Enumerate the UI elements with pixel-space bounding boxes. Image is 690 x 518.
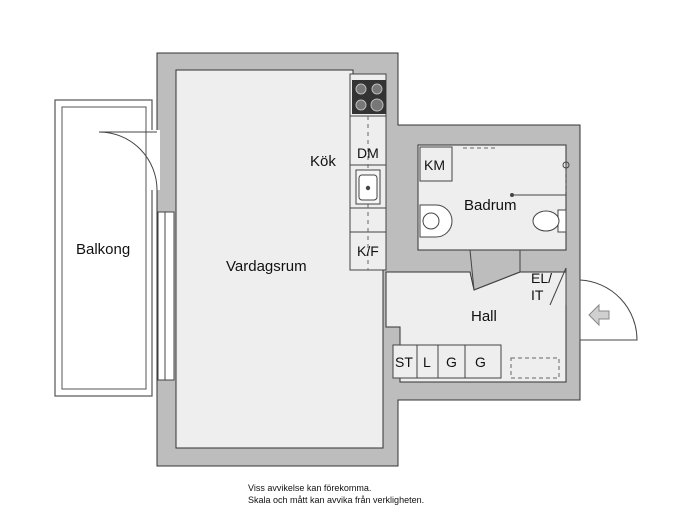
balcony-door <box>98 130 160 191</box>
fixture-label-st: ST <box>395 354 413 370</box>
fixture-label-km: KM <box>424 157 445 173</box>
disclaimer: Viss avvikelse kan förekomma. Skala och … <box>248 482 424 506</box>
entrance-door <box>579 279 638 341</box>
washing-machine-box <box>419 146 453 182</box>
room-label-kok: Kök <box>310 153 336 170</box>
fixture-label-el: EL/ <box>531 270 552 286</box>
fixture-label-g1: G <box>446 354 457 370</box>
balcony <box>54 99 153 397</box>
room-label-vardagsrum: Vardagsrum <box>226 258 307 275</box>
bathroom-floor <box>417 144 567 251</box>
fixture-label-kf: K/F <box>357 243 379 259</box>
room-label-balkong: Balkong <box>76 241 130 258</box>
fixture-label-l: L <box>423 354 431 370</box>
wardrobe-row <box>392 344 502 379</box>
disclaimer-line-2: Skala och mått kan avvika från verklighe… <box>248 495 425 505</box>
room-label-badrum: Badrum <box>464 197 517 214</box>
fixture-label-dm: DM <box>357 145 379 161</box>
arrow-left-icon <box>588 303 610 327</box>
fixture-label-it: IT <box>531 287 544 303</box>
disclaimer-line-1: Viss avvikelse kan förekomma. <box>248 483 372 493</box>
balcony-window <box>157 211 175 381</box>
fixture-label-g2: G <box>475 354 486 370</box>
room-label-hall: Hall <box>471 308 497 325</box>
toilet-icon <box>532 209 567 233</box>
